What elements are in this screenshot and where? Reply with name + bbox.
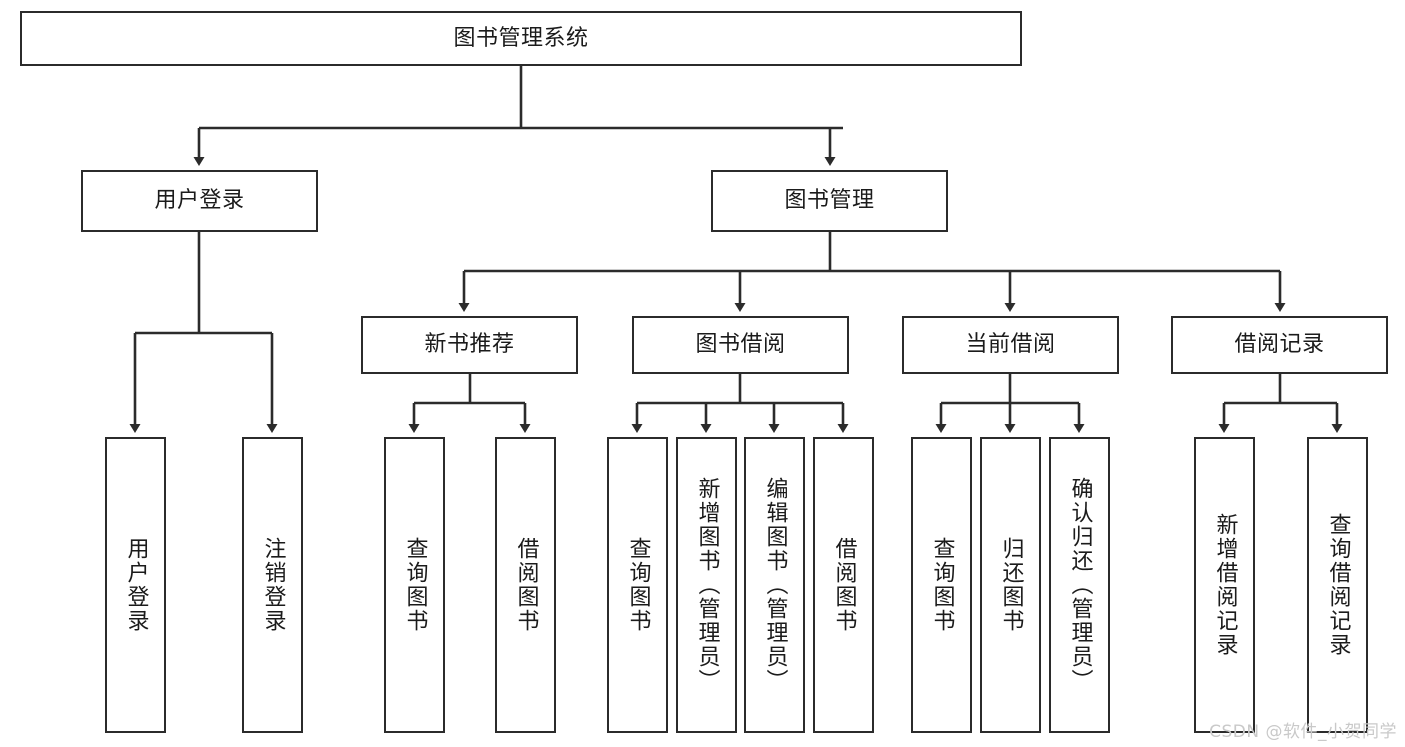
node-leaf-edit-book-label: 编辑图书（管理员）: [762, 477, 788, 693]
node-leaf-query-book-1-label: 查询图书: [402, 537, 428, 633]
node-leaf-query-book-3-label: 查询图书: [929, 537, 955, 633]
node-leaf-add-record-label: 新增借阅记录: [1212, 513, 1238, 657]
node-leaf-confirm-return-label: 确认归还（管理员）: [1067, 477, 1093, 693]
node-leaf-add-record[interactable]: 新增借阅记录: [1194, 437, 1255, 733]
node-leaf-user-login[interactable]: 用户登录: [105, 437, 166, 733]
node-leaf-borrow-book-2[interactable]: 借阅图书: [813, 437, 874, 733]
node-user-login-label: 用户登录: [154, 188, 245, 214]
node-borrow-record[interactable]: 借阅记录: [1171, 316, 1388, 374]
node-root[interactable]: 图书管理系统: [20, 11, 1022, 66]
node-leaf-user-login-label: 用户登录: [123, 537, 149, 633]
node-leaf-query-record-label: 查询借阅记录: [1325, 513, 1351, 657]
node-leaf-query-book-2-label: 查询图书: [625, 537, 651, 633]
node-book-borrow[interactable]: 图书借阅: [632, 316, 849, 374]
node-leaf-query-book-3[interactable]: 查询图书: [911, 437, 972, 733]
node-borrow-record-label: 借阅记录: [1234, 332, 1325, 358]
node-leaf-logout-login[interactable]: 注销登录: [242, 437, 303, 733]
node-current-borrow[interactable]: 当前借阅: [902, 316, 1119, 374]
node-leaf-logout-login-label: 注销登录: [260, 537, 286, 633]
node-user-login[interactable]: 用户登录: [81, 170, 318, 232]
node-book-management-label: 图书管理: [784, 188, 875, 214]
node-leaf-borrow-book-1[interactable]: 借阅图书: [495, 437, 556, 733]
node-root-label: 图书管理系统: [453, 25, 589, 51]
node-current-borrow-label: 当前借阅: [965, 332, 1056, 358]
node-leaf-borrow-book-1-label: 借阅图书: [513, 537, 539, 633]
node-leaf-add-book[interactable]: 新增图书（管理员）: [676, 437, 737, 733]
node-leaf-borrow-book-2-label: 借阅图书: [831, 537, 857, 633]
node-leaf-add-book-label: 新增图书（管理员）: [694, 477, 720, 693]
node-leaf-return-book[interactable]: 归还图书: [980, 437, 1041, 733]
watermark: CSDN @软件_小贺同学: [1209, 722, 1397, 742]
node-leaf-query-record[interactable]: 查询借阅记录: [1307, 437, 1368, 733]
node-leaf-query-book-1[interactable]: 查询图书: [384, 437, 445, 733]
node-book-management[interactable]: 图书管理: [711, 170, 948, 232]
node-book-borrow-label: 图书借阅: [695, 332, 786, 358]
node-leaf-confirm-return[interactable]: 确认归还（管理员）: [1049, 437, 1110, 733]
node-leaf-return-book-label: 归还图书: [998, 537, 1024, 633]
node-leaf-edit-book[interactable]: 编辑图书（管理员）: [744, 437, 805, 733]
node-leaf-query-book-2[interactable]: 查询图书: [607, 437, 668, 733]
node-new-book-recommend-label: 新书推荐: [424, 332, 515, 358]
node-new-book-recommend[interactable]: 新书推荐: [361, 316, 578, 374]
